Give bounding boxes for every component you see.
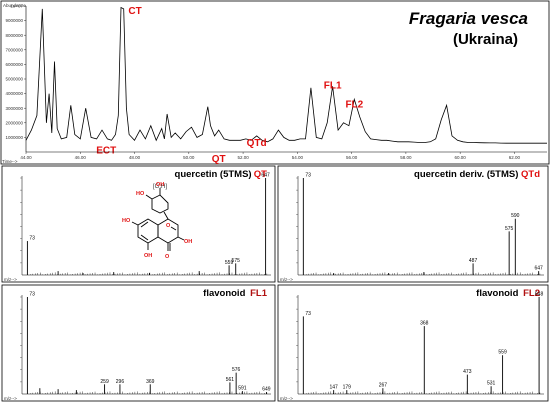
- ms-xlabel: m/z-->: [280, 277, 293, 282]
- ms-title: flavonoid: [203, 288, 245, 299]
- ms-peak-label: 559: [225, 260, 234, 266]
- svg-text:OH: OH: [184, 239, 192, 245]
- ms-frame: [1, 284, 276, 402]
- svg-text:O: O: [165, 254, 170, 260]
- ms-peak-label: 531: [487, 381, 496, 387]
- ms-peak-label: 369: [146, 379, 155, 385]
- tic-xlabel: Time-->: [2, 159, 18, 164]
- tic-trace: [25, 6, 547, 144]
- tic-ytick-label: 1e+07: [10, 4, 23, 9]
- ms-title: quercetin deriv. (5TMS): [414, 169, 518, 180]
- ms-peak-label: 576: [232, 367, 241, 373]
- ms-peak-label: 648: [535, 292, 544, 298]
- peak-label: FL1: [324, 80, 342, 91]
- tic-ytick-label: 3000000: [5, 106, 23, 111]
- ms-peak-label: 259: [100, 379, 109, 385]
- ms-peak-label: 473: [463, 369, 472, 375]
- tic-xtick-label: 52.00: [237, 155, 249, 160]
- peak-label: FL2: [345, 99, 363, 110]
- tic-frame: [0, 0, 550, 165]
- ms-panel-fl1: m/z--> FL1 flavonoid 73 259 296 369 561 576 591 64…: [1, 284, 276, 402]
- ms-peak-label: 368: [420, 321, 429, 327]
- svg-text:HO: HO: [122, 218, 131, 224]
- ms-peak-label: 73: [305, 311, 311, 317]
- ms-peak-label: 296: [116, 379, 125, 385]
- tic-ytick-label: 6000000: [5, 62, 23, 67]
- tic-xticks: 44.00 46.00 48.00 50.00 52.00 54.00 56.00 58.00…: [20, 152, 521, 160]
- ms-frame: [277, 165, 549, 283]
- tic-ytick-label: 9000000: [5, 18, 23, 23]
- ms-code: FL1: [250, 288, 268, 299]
- ms-peak-label: 73: [305, 173, 311, 179]
- peak-label: CT: [128, 6, 141, 17]
- tic-xtick-label: 48.00: [129, 155, 141, 160]
- ms-code: FL2: [523, 288, 540, 299]
- ms-xlabel: m/z-->: [280, 396, 293, 401]
- tic-xtick-label: 54.00: [292, 155, 304, 160]
- ms-peak-label: 487: [469, 258, 478, 264]
- ms-peak-label: 559: [498, 350, 507, 356]
- ms-xlabel: m/z-->: [4, 277, 17, 282]
- ms-peak-label: 575: [505, 226, 514, 232]
- ms-subtitle: [G,H]: [153, 184, 167, 190]
- tic-xtick-label: 44.00: [20, 155, 32, 160]
- tic-yticks: 1000000 2000000 3000000 4000000 5000000 60000…: [5, 4, 26, 140]
- peak-label: ECT: [96, 146, 116, 157]
- peak-label: QT: [212, 154, 226, 165]
- ms-peak-label: 649: [262, 387, 271, 393]
- svg-text:OH: OH: [144, 253, 152, 259]
- svg-text:HO: HO: [136, 191, 145, 197]
- ms-code: QT: [254, 169, 267, 180]
- ms-peak-label: 591: [238, 386, 247, 392]
- peak-label: QTd: [247, 138, 267, 149]
- tic-xtick-label: 50.00: [183, 155, 195, 160]
- quercetin-structure-image: O O HO OH OH HO OH: [122, 182, 192, 260]
- tic-ytick-label: 1000000: [5, 135, 23, 140]
- tic-xtick-label: 58.00: [400, 155, 412, 160]
- tic-ytick-label: 8000000: [5, 33, 23, 38]
- tic-ylabel: Abundance: [3, 3, 26, 8]
- species-title: Fragaria vesca: [409, 9, 528, 28]
- tic-xtick-label: 56.00: [346, 155, 358, 160]
- ms-peak-label: 179: [343, 385, 352, 391]
- tic-ytick-label: 7000000: [5, 47, 23, 52]
- ms-title: quercetin (5TMS): [175, 169, 252, 180]
- ms-peak-label: 590: [511, 213, 520, 219]
- ms-peak-label: 561: [226, 377, 235, 383]
- ms-title: flavonoid: [476, 288, 518, 299]
- origin-title: (Ukraina): [453, 31, 518, 48]
- tic-xtick-label: 60.00: [455, 155, 467, 160]
- ms-peak-label: 647: [534, 266, 543, 272]
- svg-text:O: O: [166, 223, 171, 229]
- tic-xtick-label: 62.00: [509, 155, 521, 160]
- tic-ytick-label: 4000000: [5, 91, 23, 96]
- tic-xtick-label: 46.00: [75, 155, 87, 160]
- ms-code: QTd: [521, 169, 540, 180]
- ms-frame: [277, 284, 549, 402]
- ms-peak-label: 267: [379, 383, 388, 389]
- tic-ytick-label: 2000000: [5, 120, 23, 125]
- ms-peak-label: 575: [232, 258, 241, 264]
- tic-ytick-label: 5000000: [5, 77, 23, 82]
- svg-text:OH: OH: [156, 182, 164, 188]
- ms-peak-label: 147: [329, 385, 338, 391]
- ms-peak-label: 73: [29, 292, 35, 298]
- tic-panel: Abundance Time--> 1000000 2000000 3000000 4…: [0, 0, 550, 165]
- ms-panel-fl2: m/z--> FL2 flavonoid 73 147 179 267 368 473 531 55…: [277, 284, 549, 402]
- ms-peak-label: 73: [29, 236, 35, 242]
- ms-peak-label: 647: [261, 173, 270, 179]
- ms-xlabel: m/z-->: [4, 396, 17, 401]
- ms-frame: [1, 165, 276, 283]
